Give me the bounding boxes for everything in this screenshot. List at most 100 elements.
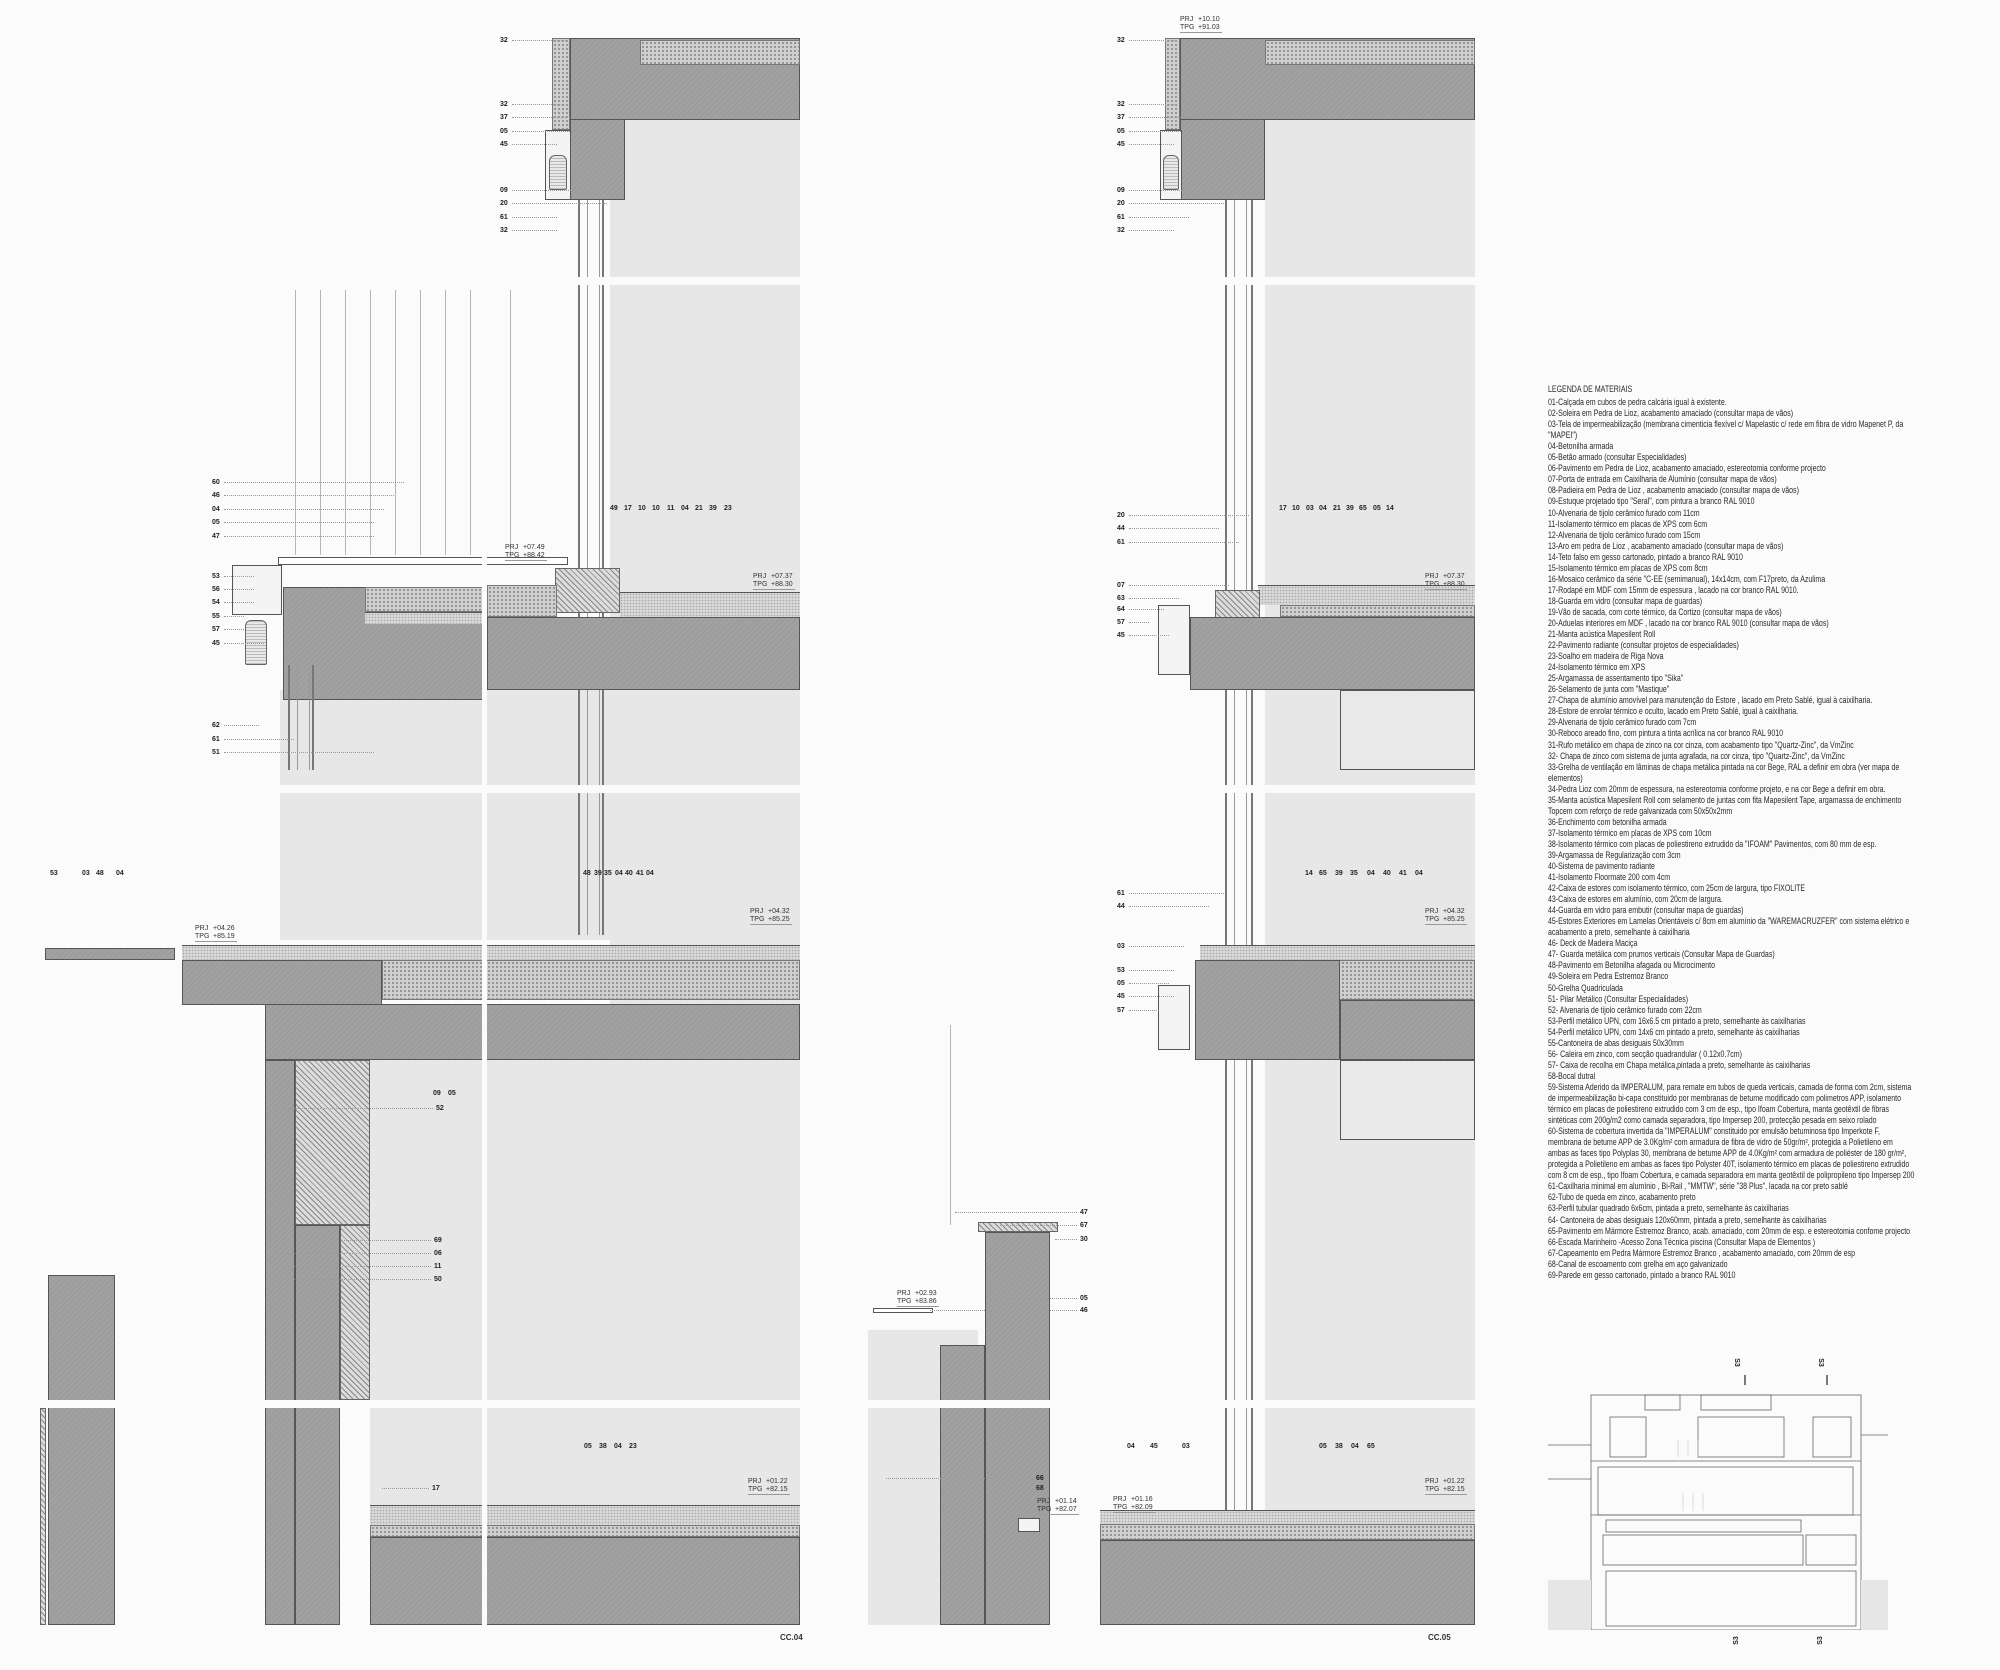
callout-number: 17: [432, 1485, 440, 1492]
concrete-wall: [265, 1060, 295, 1625]
level-value-tpg: +82.15: [766, 1486, 788, 1493]
insulation-layer: [1165, 38, 1180, 130]
railing-post: [510, 290, 511, 555]
legend-item: 65-Pavimento em Mármore Estremoz Branco,…: [1548, 1225, 1911, 1236]
legend-item: 27-Chapa de alumínio amovível para manut…: [1548, 695, 1873, 706]
leader-line: [284, 1253, 431, 1254]
concrete-parapet: [985, 1232, 1050, 1625]
parapet-capping: [978, 1222, 1058, 1232]
callout-number: 23: [724, 505, 732, 512]
callout-number: 04: [1367, 870, 1375, 877]
railing-post: [395, 290, 396, 555]
callout-number: 39: [594, 870, 602, 877]
callout-number: 04: [116, 870, 124, 877]
leader-line: [512, 117, 572, 118]
leader-line: [512, 190, 587, 191]
callout-number: 10: [1292, 505, 1300, 512]
concrete-wall: [940, 1345, 985, 1625]
sheet-label-cc04: CC.04: [780, 1633, 803, 1642]
callout-number: 09: [500, 187, 508, 194]
level-value-prj: +07.37: [1443, 573, 1465, 580]
roller-shutter: [549, 155, 567, 190]
callout-number: 04: [1351, 1443, 1359, 1450]
leader-line: [1000, 1298, 1077, 1299]
callout-number: 04: [615, 870, 623, 877]
callout-number: 61: [212, 736, 220, 743]
legend-item: 09-Estuque projetado tipo "Seral", com p…: [1548, 496, 1755, 507]
railing-post: [345, 290, 346, 555]
leader-line: [1129, 906, 1209, 907]
legend-item: 30-Reboco areado fino, com pintura a tin…: [1548, 728, 1784, 739]
level-key-tpg: TPG: [505, 552, 520, 559]
screed-layer: [620, 592, 800, 620]
callout-number: 04: [614, 1443, 622, 1450]
callout-number: 17: [1279, 505, 1287, 512]
callout-number: 05: [500, 128, 508, 135]
callout-number: 41: [1399, 870, 1407, 877]
legend-item: 20-Aduelas interiores em MDF , lacado na…: [1548, 617, 1829, 628]
callout-number: 53: [212, 573, 220, 580]
leader-line: [1129, 970, 1174, 971]
callout-number: 03: [1306, 505, 1314, 512]
callout-number: 57: [1117, 619, 1125, 626]
leader-line: [1129, 1010, 1159, 1011]
callout-number: 11: [434, 1263, 442, 1270]
level-value-tpg: +88.30: [1443, 581, 1465, 588]
level-value-tpg: +82.09: [1131, 1504, 1153, 1511]
level-key-tpg: TPG: [748, 1486, 763, 1493]
leader-line: [886, 1478, 1033, 1479]
legend-item: 63-Perfil tubular quadrado 6x6cm, pintad…: [1548, 1203, 1789, 1214]
concrete-beam: [570, 119, 625, 200]
level-key-prj: PRJ: [505, 544, 519, 551]
railing-post: [445, 290, 446, 555]
leader-line: [1129, 585, 1229, 586]
legend-item: 29-Alvenaria de tijolo cerâmico furado c…: [1548, 717, 1697, 728]
level-value-prj: +10.10: [1198, 16, 1220, 23]
upn-profile: [232, 565, 282, 615]
callout-number: 21: [695, 505, 703, 512]
legend-item: 59-Sistema Aderido da IMPERALUM, para re…: [1548, 1081, 1912, 1126]
key-plan: S3 S3 S3 S3: [1548, 1358, 1888, 1645]
concrete-slab: [487, 617, 800, 690]
legend-item: 24-Isolamento térmico em XPS: [1548, 662, 1646, 673]
drain-channel: [1018, 1518, 1040, 1532]
callout-number: 05: [1117, 128, 1125, 135]
callout-number: 45: [1117, 993, 1125, 1000]
leader-line: [224, 752, 374, 753]
level-value-prj: +01.22: [766, 1478, 788, 1485]
callout-number: 32: [1117, 101, 1125, 108]
legend-item: 68-Canal de escoamento com grelha em aço…: [1548, 1258, 1728, 1269]
insulation-layer: [370, 1525, 800, 1537]
callout-number: 37: [1117, 114, 1125, 121]
legend-item: 37-Isolamento térmico em placas de XPS c…: [1548, 827, 1712, 838]
callout-number: 47: [212, 533, 220, 540]
callout-number: 65: [1359, 505, 1367, 512]
callout-number: 60: [212, 479, 220, 486]
section-mark: S3: [1732, 1358, 1740, 1367]
callout-number: 39: [1335, 870, 1343, 877]
legend-item: 57- Caixa de recolha em Chapa metálica,p…: [1548, 1059, 1811, 1070]
callout-number: 23: [629, 1443, 637, 1450]
leader-line: [1129, 190, 1204, 191]
callout-number: 20: [500, 200, 508, 207]
callout-number: 48: [96, 870, 104, 877]
legend-item: 31-Rufo metálico em chapa de zinco na co…: [1548, 739, 1854, 750]
interior-space: [280, 690, 610, 940]
legend-item: 16-Mosaico cerâmico da série "C-EE (semi…: [1548, 573, 1826, 584]
callout-number: 45: [500, 141, 508, 148]
callout-number: 69: [434, 1237, 442, 1244]
level-key-prj: PRJ: [897, 1290, 911, 1297]
timber-deck: [278, 557, 568, 565]
level-value-prj: +04.26: [213, 925, 235, 932]
leader-line: [224, 576, 254, 577]
callout-number: 03: [82, 870, 90, 877]
level-key-prj: PRJ: [750, 908, 764, 915]
legend-item: 58-Bocal dutral: [1548, 1070, 1596, 1081]
legend-title: LEGENDA DE MATERIAIS: [1548, 384, 1633, 394]
leader-line: [1129, 144, 1174, 145]
legend-item: 32- Chapa de zinco com sistema de junta …: [1548, 750, 1845, 761]
legend-item: 15-Isolamento térmico em placas de XPS c…: [1548, 562, 1708, 573]
